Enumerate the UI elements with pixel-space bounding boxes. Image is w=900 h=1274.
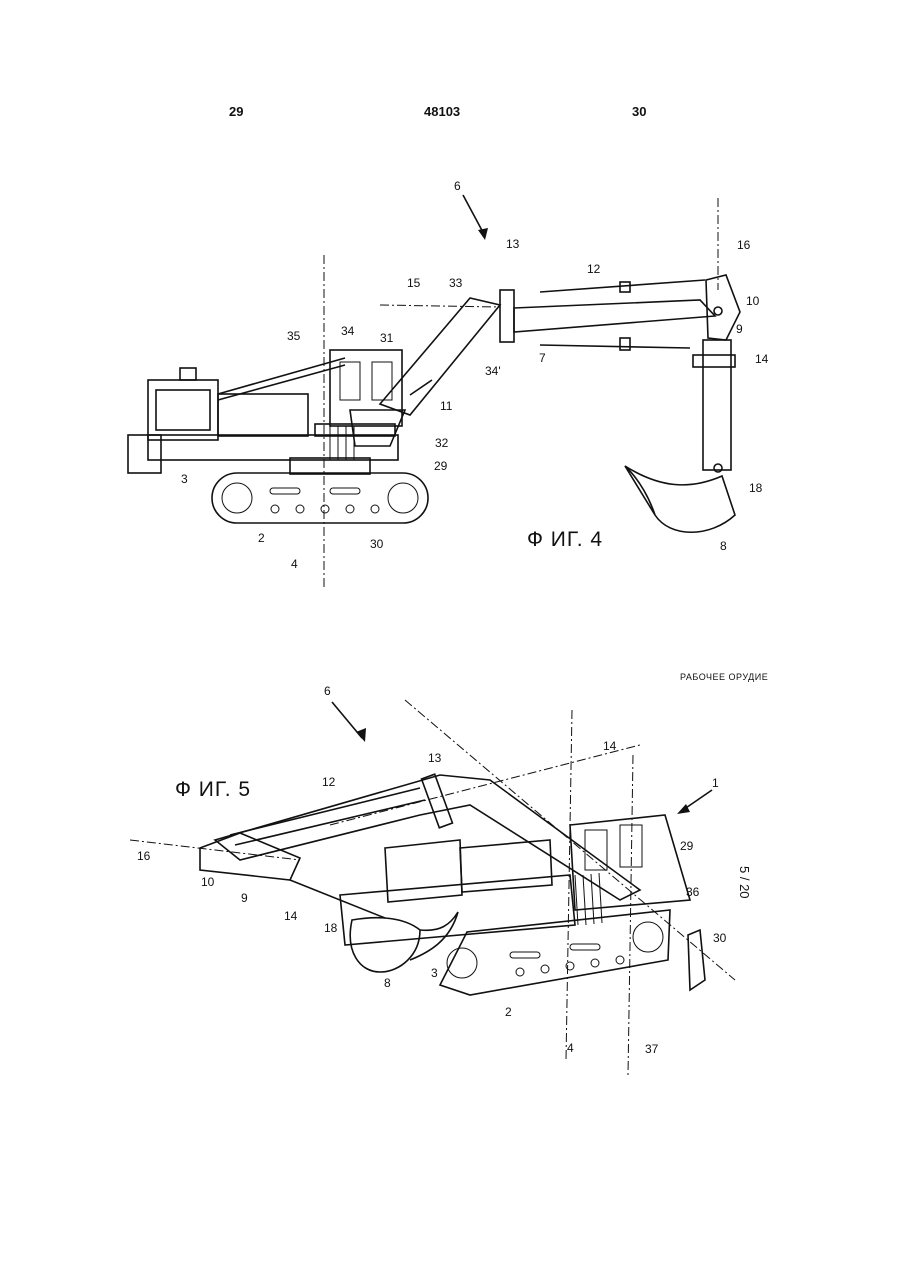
- fig4-label: 13: [506, 237, 520, 251]
- fig5-title: Ф ИГ. 5: [175, 778, 251, 801]
- fig4-label: 18: [749, 481, 763, 495]
- fig4-arrow-label: 6: [454, 179, 461, 193]
- fig4-label: 4: [291, 557, 298, 571]
- fig4-title: Ф ИГ. 4: [527, 528, 603, 551]
- fig5-label: 9: [241, 891, 248, 905]
- fig4-label: 35: [287, 329, 301, 343]
- fig5-arrow-label: 6: [324, 684, 331, 698]
- left-page-number: 29: [229, 104, 243, 119]
- fig4-label: 14: [755, 352, 769, 366]
- fig4-label: 34': [485, 364, 501, 378]
- fig5-label: 30: [713, 931, 727, 945]
- fig5-label: 10: [201, 875, 215, 889]
- figure-5: 6 13 14 12 1 16 10 9 14 29 36 18 30 3 8 …: [0, 680, 900, 1100]
- fig5-label: 16: [137, 849, 151, 863]
- sheet-number: 5 / 20: [737, 866, 752, 899]
- fig4-label: 31: [380, 331, 394, 345]
- fig5-label: 37: [645, 1042, 659, 1056]
- fig5-label: 2: [505, 1005, 512, 1019]
- fig5-label: 13: [428, 751, 442, 765]
- fig4-label: 12: [587, 262, 601, 276]
- fig4-label: 2: [258, 531, 265, 545]
- fig4-label: 8: [720, 539, 727, 553]
- fig4-label: 30: [370, 537, 384, 551]
- fig5-label: 8: [384, 976, 391, 990]
- fig4-label: 34: [341, 324, 355, 338]
- fig5-label: 18: [324, 921, 338, 935]
- fig5-label: 3: [431, 966, 438, 980]
- fig4-label: 7: [539, 351, 546, 365]
- fig4-label: 3: [181, 472, 188, 486]
- fig4-label: 15: [407, 276, 421, 290]
- fig5-label: 29: [680, 839, 694, 853]
- figure-4: 6 16 13 15 33 12 10 9 34 31 35 7 34' 14 …: [0, 170, 900, 610]
- fig5-label: 14: [284, 909, 298, 923]
- fig4-label: 16: [737, 238, 751, 252]
- fig5-label: 36: [686, 885, 700, 899]
- document-number: 48103: [424, 104, 460, 119]
- right-page-number: 30: [632, 104, 646, 119]
- fig5-label: 4: [567, 1041, 574, 1055]
- fig4-label: 10: [746, 294, 760, 308]
- fig4-label: 11: [440, 399, 453, 413]
- fig4-label: 9: [736, 322, 743, 336]
- fig4-label: 32: [435, 436, 449, 450]
- fig5-label: 1: [712, 776, 719, 790]
- fig4-label: 33: [449, 276, 463, 290]
- figure-5-drawing: 6 13 14 12 1 16 10 9 14 29 36 18 30 3 8 …: [0, 680, 900, 1100]
- fig4-label: 29: [434, 459, 448, 473]
- fig5-label: 12: [322, 775, 336, 789]
- fig5-label: 14: [603, 739, 617, 753]
- figure-4-drawing: 6 16 13 15 33 12 10 9 34 31 35 7 34' 14 …: [0, 170, 900, 610]
